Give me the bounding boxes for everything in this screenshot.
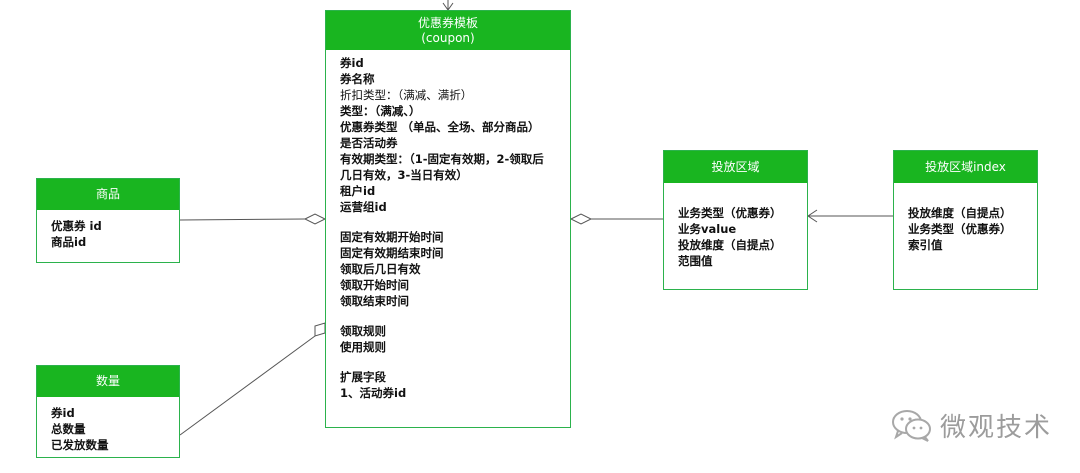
attr-use-rule: 使用规则 [340,340,386,354]
attr-zoneindex-business-type: 业务类型（优惠券） [908,222,1012,236]
product-entity-header: 商品 [37,179,179,210]
product-entity-title: 商品 [95,187,120,201]
product-entity[interactable]: 商品 优惠券 id 商品id [36,178,180,263]
attr-validity-type-cont: 几日有效，3-当日有效） [340,168,468,182]
coupon-entity[interactable]: 优惠券模板 (coupon) 券id 券名称 折扣类型：（满减、满折） 类型：（… [325,10,571,428]
attr-type: 类型：（满减、） [340,104,421,118]
quantity-entity-header: 数量 [37,366,179,397]
zone-index-entity-title: 投放区域index [925,159,1006,174]
product-coupon-diamond [303,213,327,225]
attr-claim-end: 领取结束时间 [340,294,409,308]
coupon-attribute-list: 券id 券名称 折扣类型：（满减、满折） 类型：（满减、） 优惠券类型 （单品、… [326,50,570,401]
attr-coupon-id: 券id [340,56,364,70]
attr-zone-business-value: 业务value [678,222,737,236]
attr-gap [340,215,570,229]
attr-quantity-coupon-id: 券id [51,406,75,420]
coupon-zone-diamond [569,213,593,225]
attr-extension: 扩展字段 [340,370,386,384]
attr-zone-dimension: 投放维度（自提点） [678,238,782,252]
attr-issued-quantity: 已发放数量 [51,438,109,452]
zone-entity-header: 投放区域 [664,151,807,183]
attr-gap [340,355,570,369]
product-coupon-line [179,218,306,221]
zone-index-attribute-list: 投放维度（自提点） 业务类型（优惠券） 索引值 [894,183,1037,253]
attr-claim-start: 领取开始时间 [340,278,409,292]
attr-activity-coupon-id: 1、活动券id [340,386,407,400]
attr-total-quantity: 总数量 [51,422,86,436]
attr-zone-range: 范围值 [678,254,713,268]
coupon-entity-subtitle: (coupon) [421,30,475,45]
zone-attribute-list: 业务类型（优惠券） 业务value 投放维度（自提点） 范围值 [664,183,807,269]
attr-coupon-kind: 优惠券类型 （单品、全场、部分商品） [340,120,540,134]
attr-tenant-id: 租户id [340,184,376,198]
attr-coupon-name: 券名称 [340,72,375,86]
attr-discount-type: 折扣类型：（满减、满折） [340,88,473,102]
attr-fixed-start: 固定有效期开始时间 [340,230,444,244]
attr-product-id: 商品id [51,235,87,249]
attr-gap [340,309,570,323]
watermark-text: 微观技术 [940,412,1053,443]
coupon-entity-title: 优惠券模板 [417,15,478,30]
coupon-entity-header: 优惠券模板 (coupon) [326,11,570,50]
quantity-attribute-list: 券id 总数量 已发放数量 [37,397,179,453]
product-attribute-list: 优惠券 id 商品id [37,210,179,250]
attr-ops-group-id: 运营组id [340,200,387,214]
zone-index-entity[interactable]: 投放区域index 投放维度（自提点） 业务类型（优惠券） 索引值 [893,150,1038,290]
attr-zoneindex-dimension: 投放维度（自提点） [908,206,1012,220]
zone-entity-title: 投放区域 [711,159,760,174]
attr-zone-business-type: 业务类型（优惠券） [678,206,782,220]
attr-claim-rule: 领取规则 [340,324,386,338]
zoneindex-zone-arrowhead [807,209,818,223]
watermark: 微观技术 [890,405,1052,445]
attr-fixed-end: 固定有效期结束时间 [340,246,444,260]
zone-index-entity-header: 投放区域index [894,151,1037,183]
attr-is-activity: 是否活动券 [340,136,398,150]
quantity-coupon-diamond [314,322,326,337]
zone-entity[interactable]: 投放区域 业务类型（优惠券） 业务value 投放维度（自提点） 范围值 [663,150,808,290]
quantity-entity-title: 数量 [95,374,120,388]
quantity-entity[interactable]: 数量 券id 总数量 已发放数量 [36,365,180,458]
attr-zoneindex-index-value: 索引值 [908,238,943,252]
attr-validity-type: 有效期类型：（1-固定有效期，2-领取后 [340,152,544,166]
attr-days-after-claim: 领取后几日有效 [340,262,421,276]
wechat-icon [892,410,931,442]
quantity-coupon-line [179,335,316,436]
attr-product-coupon-id: 优惠券 id [51,219,102,233]
